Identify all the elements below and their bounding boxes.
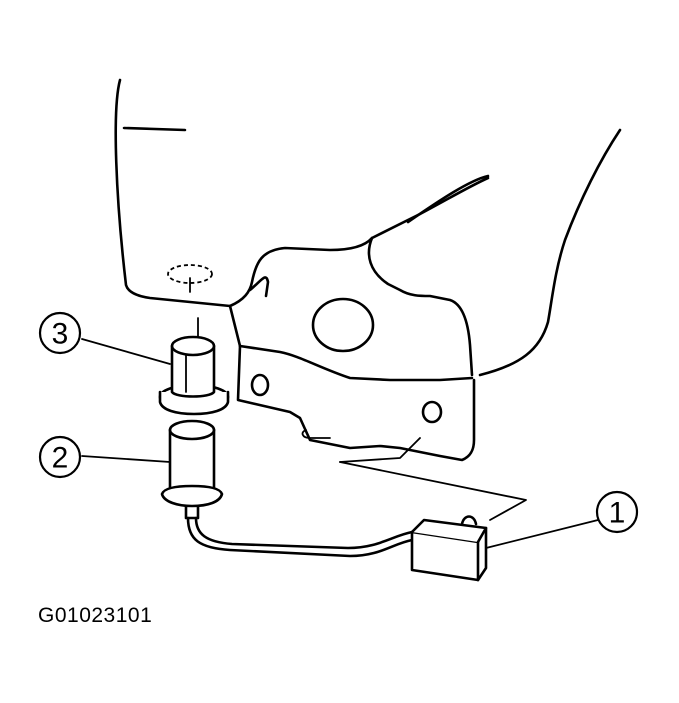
housing [114,78,622,377]
callout-3: 3 [38,311,82,355]
mounting-bracket [236,297,527,521]
sensor [160,419,224,520]
figure-code: G01023101 [38,604,153,627]
callout-1: 1 [595,490,639,534]
callout-3-label: 3 [52,318,69,351]
connector [410,515,488,582]
callout-2-label: 2 [52,442,69,475]
wire-harness [186,516,414,558]
leader-lines [81,338,599,549]
callout-2: 2 [38,435,82,479]
sensor-socket [158,335,230,416]
callout-1-label: 1 [609,497,626,530]
